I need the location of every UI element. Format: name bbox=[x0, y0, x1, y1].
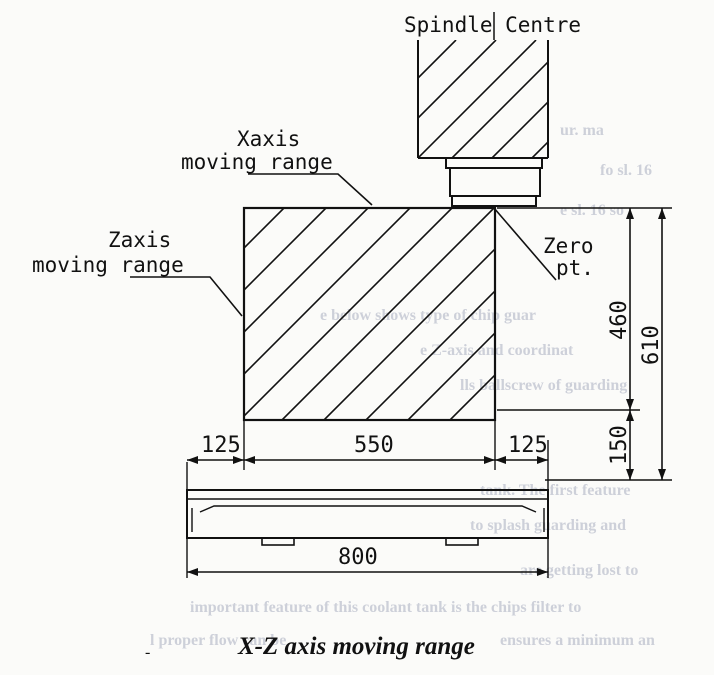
zero-point-label-line1: Zero bbox=[543, 234, 594, 258]
dimension-125-right: 125 bbox=[508, 433, 548, 458]
arrow-610-bottom bbox=[658, 469, 666, 480]
svg-text:ensures a minimum an: ensures a minimum an bbox=[500, 632, 655, 649]
horizontal-dimensions: 125 550 125 800 bbox=[186, 420, 549, 578]
x-axis-label-line1: Xaxis bbox=[237, 127, 300, 151]
arrow-610-top bbox=[658, 208, 666, 219]
table-body bbox=[186, 489, 549, 539]
spindle-nose-ring bbox=[445, 157, 543, 169]
stray-mark: - bbox=[145, 644, 150, 661]
table-foot-right bbox=[445, 537, 479, 546]
show-through-text: ur. ma fo sl. 16 e sl. 16 so e below sho… bbox=[150, 122, 655, 649]
spindle-centre-label: Spindle Centre bbox=[404, 13, 581, 37]
svg-text:ur. ma: ur. ma bbox=[560, 122, 604, 139]
table-foot-left bbox=[261, 537, 295, 546]
z-axis-label-line2: moving range bbox=[32, 253, 184, 277]
svg-text:tank. The first feature: tank. The first feature bbox=[480, 482, 631, 499]
svg-text:lls ballscrew of guarding: lls ballscrew of guarding bbox=[460, 377, 627, 394]
dimension-800: 800 bbox=[338, 545, 378, 570]
spindle-tool-holder bbox=[451, 195, 537, 207]
arrow-460-top bbox=[626, 208, 634, 219]
arrow-550-right bbox=[484, 456, 495, 464]
arrow-125b-left bbox=[495, 456, 506, 464]
svg-text:are getting lost to: are getting lost to bbox=[520, 562, 638, 579]
dimension-150: 150 bbox=[607, 425, 632, 465]
moving-range-hatching bbox=[244, 208, 495, 420]
vertical-dimensions: 460 610 150 bbox=[497, 207, 672, 481]
z-axis-label-line1: Zaxis bbox=[108, 228, 171, 252]
x-axis-callout: Xaxis moving range bbox=[181, 127, 373, 206]
dimension-460: 460 bbox=[607, 300, 632, 340]
spindle: Spindle Centre bbox=[404, 12, 581, 207]
moving-range-box bbox=[242, 206, 497, 422]
moving-range-outline bbox=[242, 206, 497, 422]
arrow-125b-right bbox=[537, 456, 548, 464]
svg-text:important feature of this cool: important feature of this coolant tank i… bbox=[190, 599, 581, 616]
x-axis-leader bbox=[248, 173, 373, 206]
dimension-550: 550 bbox=[354, 433, 394, 458]
table-end-lines bbox=[191, 508, 545, 532]
arrow-800-left bbox=[187, 568, 198, 576]
arrow-800-right bbox=[537, 568, 548, 576]
z-axis-callout: Zaxis moving range bbox=[32, 228, 243, 317]
arrow-125-right bbox=[233, 456, 244, 464]
dimension-125-left: 125 bbox=[201, 433, 241, 458]
z-axis-leader bbox=[130, 276, 243, 317]
arrow-460-bottom bbox=[626, 399, 634, 410]
spindle-nose bbox=[449, 167, 541, 197]
zero-point-label-line2: pt. bbox=[556, 256, 594, 280]
arrow-150-bottom bbox=[626, 469, 634, 480]
svg-text:e sl. 16 so: e sl. 16 so bbox=[560, 202, 624, 219]
zero-point-callout: Zero pt. bbox=[493, 207, 594, 281]
svg-text:e Z-axis and coordinat: e Z-axis and coordinat bbox=[420, 342, 574, 359]
svg-text:fo sl. 16: fo sl. 16 bbox=[600, 162, 652, 179]
machine-table bbox=[186, 489, 549, 546]
x-axis-label-line2: moving range bbox=[181, 150, 333, 174]
table-slot-line bbox=[199, 505, 537, 513]
svg-text:l proper flow can be: l proper flow can be bbox=[150, 632, 286, 649]
dimension-610: 610 bbox=[639, 325, 664, 365]
arrow-150-top bbox=[626, 410, 634, 421]
zero-point-leader bbox=[493, 207, 557, 281]
figure-caption: X-Z axis moving range bbox=[237, 633, 475, 660]
arrow-125-left bbox=[187, 456, 198, 464]
arrow-550-left bbox=[244, 456, 255, 464]
spindle-hatching bbox=[418, 40, 548, 158]
